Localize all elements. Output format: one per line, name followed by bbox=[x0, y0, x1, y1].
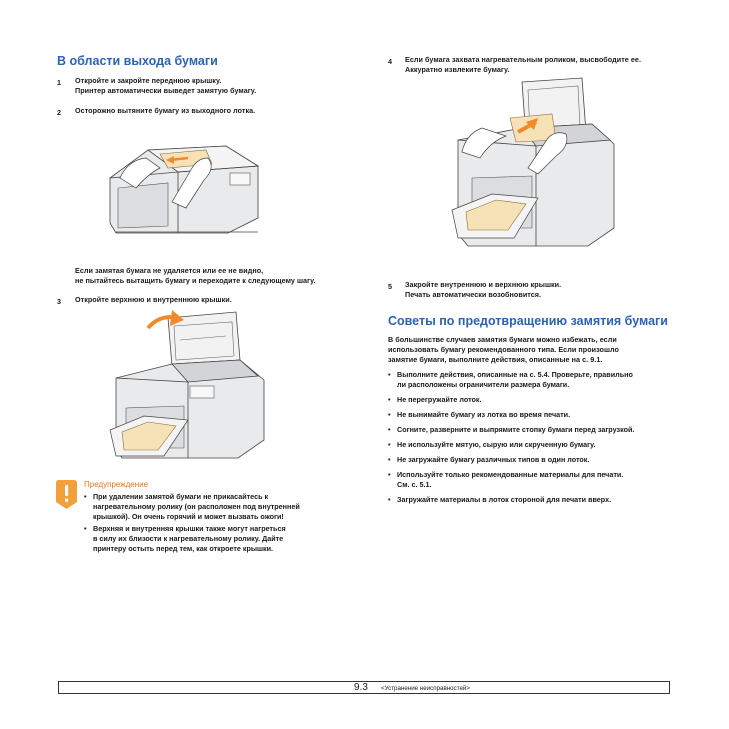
note-line: не пытайтесь вытащить бумагу и переходит… bbox=[75, 276, 316, 285]
printer-fuser-paper-illustration bbox=[451, 77, 615, 247]
tip-item-cont: См. с. 5.1. bbox=[397, 480, 432, 489]
warning-item-cont: крышкой). Он очень горячий и может вызва… bbox=[93, 512, 284, 521]
warning-item: •При удалении замятой бумаги не прикасай… bbox=[84, 492, 269, 501]
section-heading-prevention-tips: Советы по предотвращению замятия бумаги bbox=[388, 314, 668, 328]
warning-item: •Верхняя и внутренняя крышки также могут… bbox=[84, 524, 286, 533]
step-1-line: Откройте и закройте переднюю крышку. bbox=[75, 76, 222, 85]
step-text-4: Если бумага захвата нагревательным ролик… bbox=[405, 55, 641, 75]
step-number-1: 1 bbox=[57, 78, 61, 87]
section-heading-output-area: В области выхода бумаги bbox=[57, 54, 218, 68]
tip-item: •Не перегружайте лоток. bbox=[388, 395, 482, 404]
warning-item-cont: нагревательному ролику (он расположен по… bbox=[93, 502, 300, 511]
page-number: 9.3 bbox=[354, 682, 368, 693]
step-number-3: 3 bbox=[57, 297, 61, 306]
tip-item-cont: ли расположены ограничители размера бума… bbox=[397, 380, 570, 389]
warning-item-cont: в силу их близости к нагревательному рол… bbox=[93, 534, 284, 543]
warning-list: •При удалении замятой бумаги не прикасай… bbox=[84, 492, 300, 554]
tips-intro-line: использовать бумагу рекомендованного тип… bbox=[388, 345, 619, 354]
tips-list: •Выполните действия, описанные на с. 5.4… bbox=[388, 370, 634, 505]
note-line: Если замятая бумага не удаляется или ее … bbox=[75, 266, 264, 275]
step-text-5: Закройте внутреннюю и верхнюю крышки. Пе… bbox=[405, 280, 561, 300]
printer-open-covers-illustration bbox=[109, 310, 265, 459]
printer-output-tray-illustration bbox=[109, 145, 260, 234]
tip-item: •Не используйте мятую, сырую или скручен… bbox=[388, 440, 596, 449]
page-footer: 9.3 <Устранение неисправностей> bbox=[58, 681, 670, 694]
step-3-line: Откройте верхнюю и внутреннюю крышки. bbox=[75, 295, 232, 304]
tip-item: •Выполните действия, описанные на с. 5.4… bbox=[388, 370, 633, 379]
tips-intro-line: замятие бумаги, выполните действия, опис… bbox=[388, 355, 603, 364]
tip-item: •Не загружайте бумагу различных типов в … bbox=[388, 455, 590, 464]
step-number-4: 4 bbox=[388, 57, 392, 66]
step-5-line: Печать автоматически возобновится. bbox=[405, 290, 542, 299]
warning-title: Предупреждение bbox=[84, 480, 149, 489]
step-2-line: Осторожно вытяните бумагу из выходного л… bbox=[75, 106, 256, 115]
tip-item: •Используйте только рекомендованные мате… bbox=[388, 470, 624, 479]
step-1-line: Принтер автоматически выведет замятую бу… bbox=[75, 86, 257, 95]
step-text-3: Откройте верхнюю и внутреннюю крышки. bbox=[75, 295, 232, 305]
tip-item: •Загружайте материалы в лоток стороной д… bbox=[388, 495, 612, 504]
step-text-2: Осторожно вытяните бумагу из выходного л… bbox=[75, 106, 255, 116]
tips-intro-line: В большинстве случаев замятия бумаги мож… bbox=[388, 335, 617, 344]
footer-section-name: <Устранение неисправностей> bbox=[381, 685, 470, 692]
step-5-line: Закройте внутреннюю и верхнюю крышки. bbox=[405, 280, 562, 289]
tip-item: •Не вынимайте бумагу из лотка во время п… bbox=[388, 410, 571, 419]
step-4-line: Аккуратно извлеките бумагу. bbox=[405, 65, 510, 74]
note-text: Если замятая бумага не удаляется или ее … bbox=[75, 266, 316, 286]
warning-exclamation-icon bbox=[56, 480, 77, 509]
step-number-5: 5 bbox=[388, 282, 392, 291]
step-text-1: Откройте и закройте переднюю крышку. При… bbox=[75, 76, 256, 96]
tips-intro: В большинстве случаев замятия бумаги мож… bbox=[388, 335, 619, 365]
warning-item-cont: принтеру остыть перед тем, как откроете … bbox=[93, 544, 274, 553]
step-number-2: 2 bbox=[57, 108, 61, 117]
bullet: • bbox=[84, 524, 87, 533]
tip-item: •Согните, разверните и выпрямите стопку … bbox=[388, 425, 635, 434]
step-4-line: Если бумага захвата нагревательным ролик… bbox=[405, 55, 642, 64]
bullet: • bbox=[84, 492, 87, 501]
